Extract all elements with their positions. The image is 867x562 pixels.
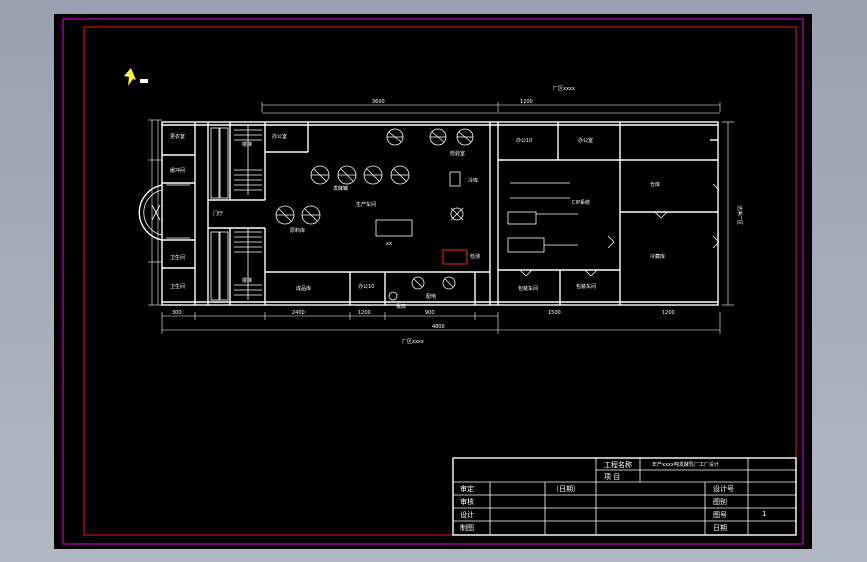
room-label: 楼梯 [242,141,252,148]
room-label: 办公10 [516,137,532,144]
title-row-right-0: 设计号 [713,484,734,493]
room-label: 办公室 [272,133,287,140]
title-row-right-3: 日期 [713,524,727,532]
dim-bottom-seg6: 1200 [662,310,675,316]
room-label: xx [386,241,392,247]
plan-side-label: 洁净厂区 [736,205,743,225]
room-label: CIP系统 [572,199,590,206]
room-label: 办公10 [358,283,374,290]
title-item-label: 项 目 [604,473,620,481]
right-dimensions [722,121,734,306]
room-label: 成品库 [296,285,311,292]
title-row-left-1: 审核 [460,497,474,506]
entrance-canopy [138,184,163,241]
outer-frame [62,18,804,545]
north-arrow-icon [124,68,148,86]
room-label: 检测 [470,253,480,260]
stair-upper [234,124,262,195]
door-symbols [519,183,720,277]
main-hall-partitions [265,122,499,305]
dim-top-right: 1200 [520,99,533,105]
room-label: 卫生间 [170,254,185,261]
right-block-partitions [498,122,718,305]
room-label: 冷库 [468,177,478,184]
tank-row-top [386,128,474,146]
dim-bottom-seg4: 900 [425,310,435,316]
title-row-left-0: 审定 [460,484,474,493]
top-dimensions [261,102,721,114]
dim-bottom-seg2: 2400 [292,310,305,316]
plan-bottom-title: 厂区xxxx [402,339,424,345]
room-label: 配电 [426,293,436,300]
paper-background [54,14,812,549]
equipment-misc [375,171,578,301]
room-label: 发酵罐 [333,185,348,192]
room-label: 冷藏库 [650,253,665,260]
title-row-right-1: 图别 [713,497,727,506]
title-block [452,457,797,536]
room-label: 楼梯 [242,277,252,284]
room-label: 卫生间 [170,283,185,290]
title-row-right-2: 图号 [713,511,727,519]
title-project-value: 年产xxxx吨发酵乳厂工厂设计 [652,461,719,468]
room-label: 原料库 [290,227,305,234]
room-label: 泵房 [396,303,406,310]
dim-top-long: 3600 [372,99,385,105]
left-dimensions [148,119,162,306]
plan-top-title: 厂区xxxx [553,86,575,92]
stalls-left [166,127,229,301]
inner-frame [83,26,797,536]
room-label: 生产车间 [356,201,376,208]
room-label: 仓库 [650,181,660,188]
tank-row-mid [310,165,410,185]
room-label: 办公室 [578,137,593,144]
title-sheet-no: 1 [762,510,766,518]
room-label: 检验室 [450,150,465,157]
room-label: 缓冲间 [170,167,185,174]
tank-row-low [275,205,321,225]
room-label: 更衣室 [170,133,185,140]
stair-lower [234,228,262,300]
room-label: 门厅 [213,210,223,217]
bottom-dimensions [161,312,721,334]
title-row-left-3: 制图 [460,523,474,532]
title-project-label: 工程名称 [604,460,632,469]
title-date-label: （日期） [552,485,580,493]
dim-bottom-seg5: 1500 [548,310,561,316]
dim-bottom-seg1: 300 [172,310,182,316]
left-wing-partitions [162,122,266,305]
dim-bottom-total: 4800 [432,324,445,330]
title-row-left-2: 设计 [460,510,474,519]
dim-bottom-seg3: 1200 [358,310,371,316]
room-label: 包装车间 [518,285,538,292]
room-label: 包装车间 [576,283,596,290]
